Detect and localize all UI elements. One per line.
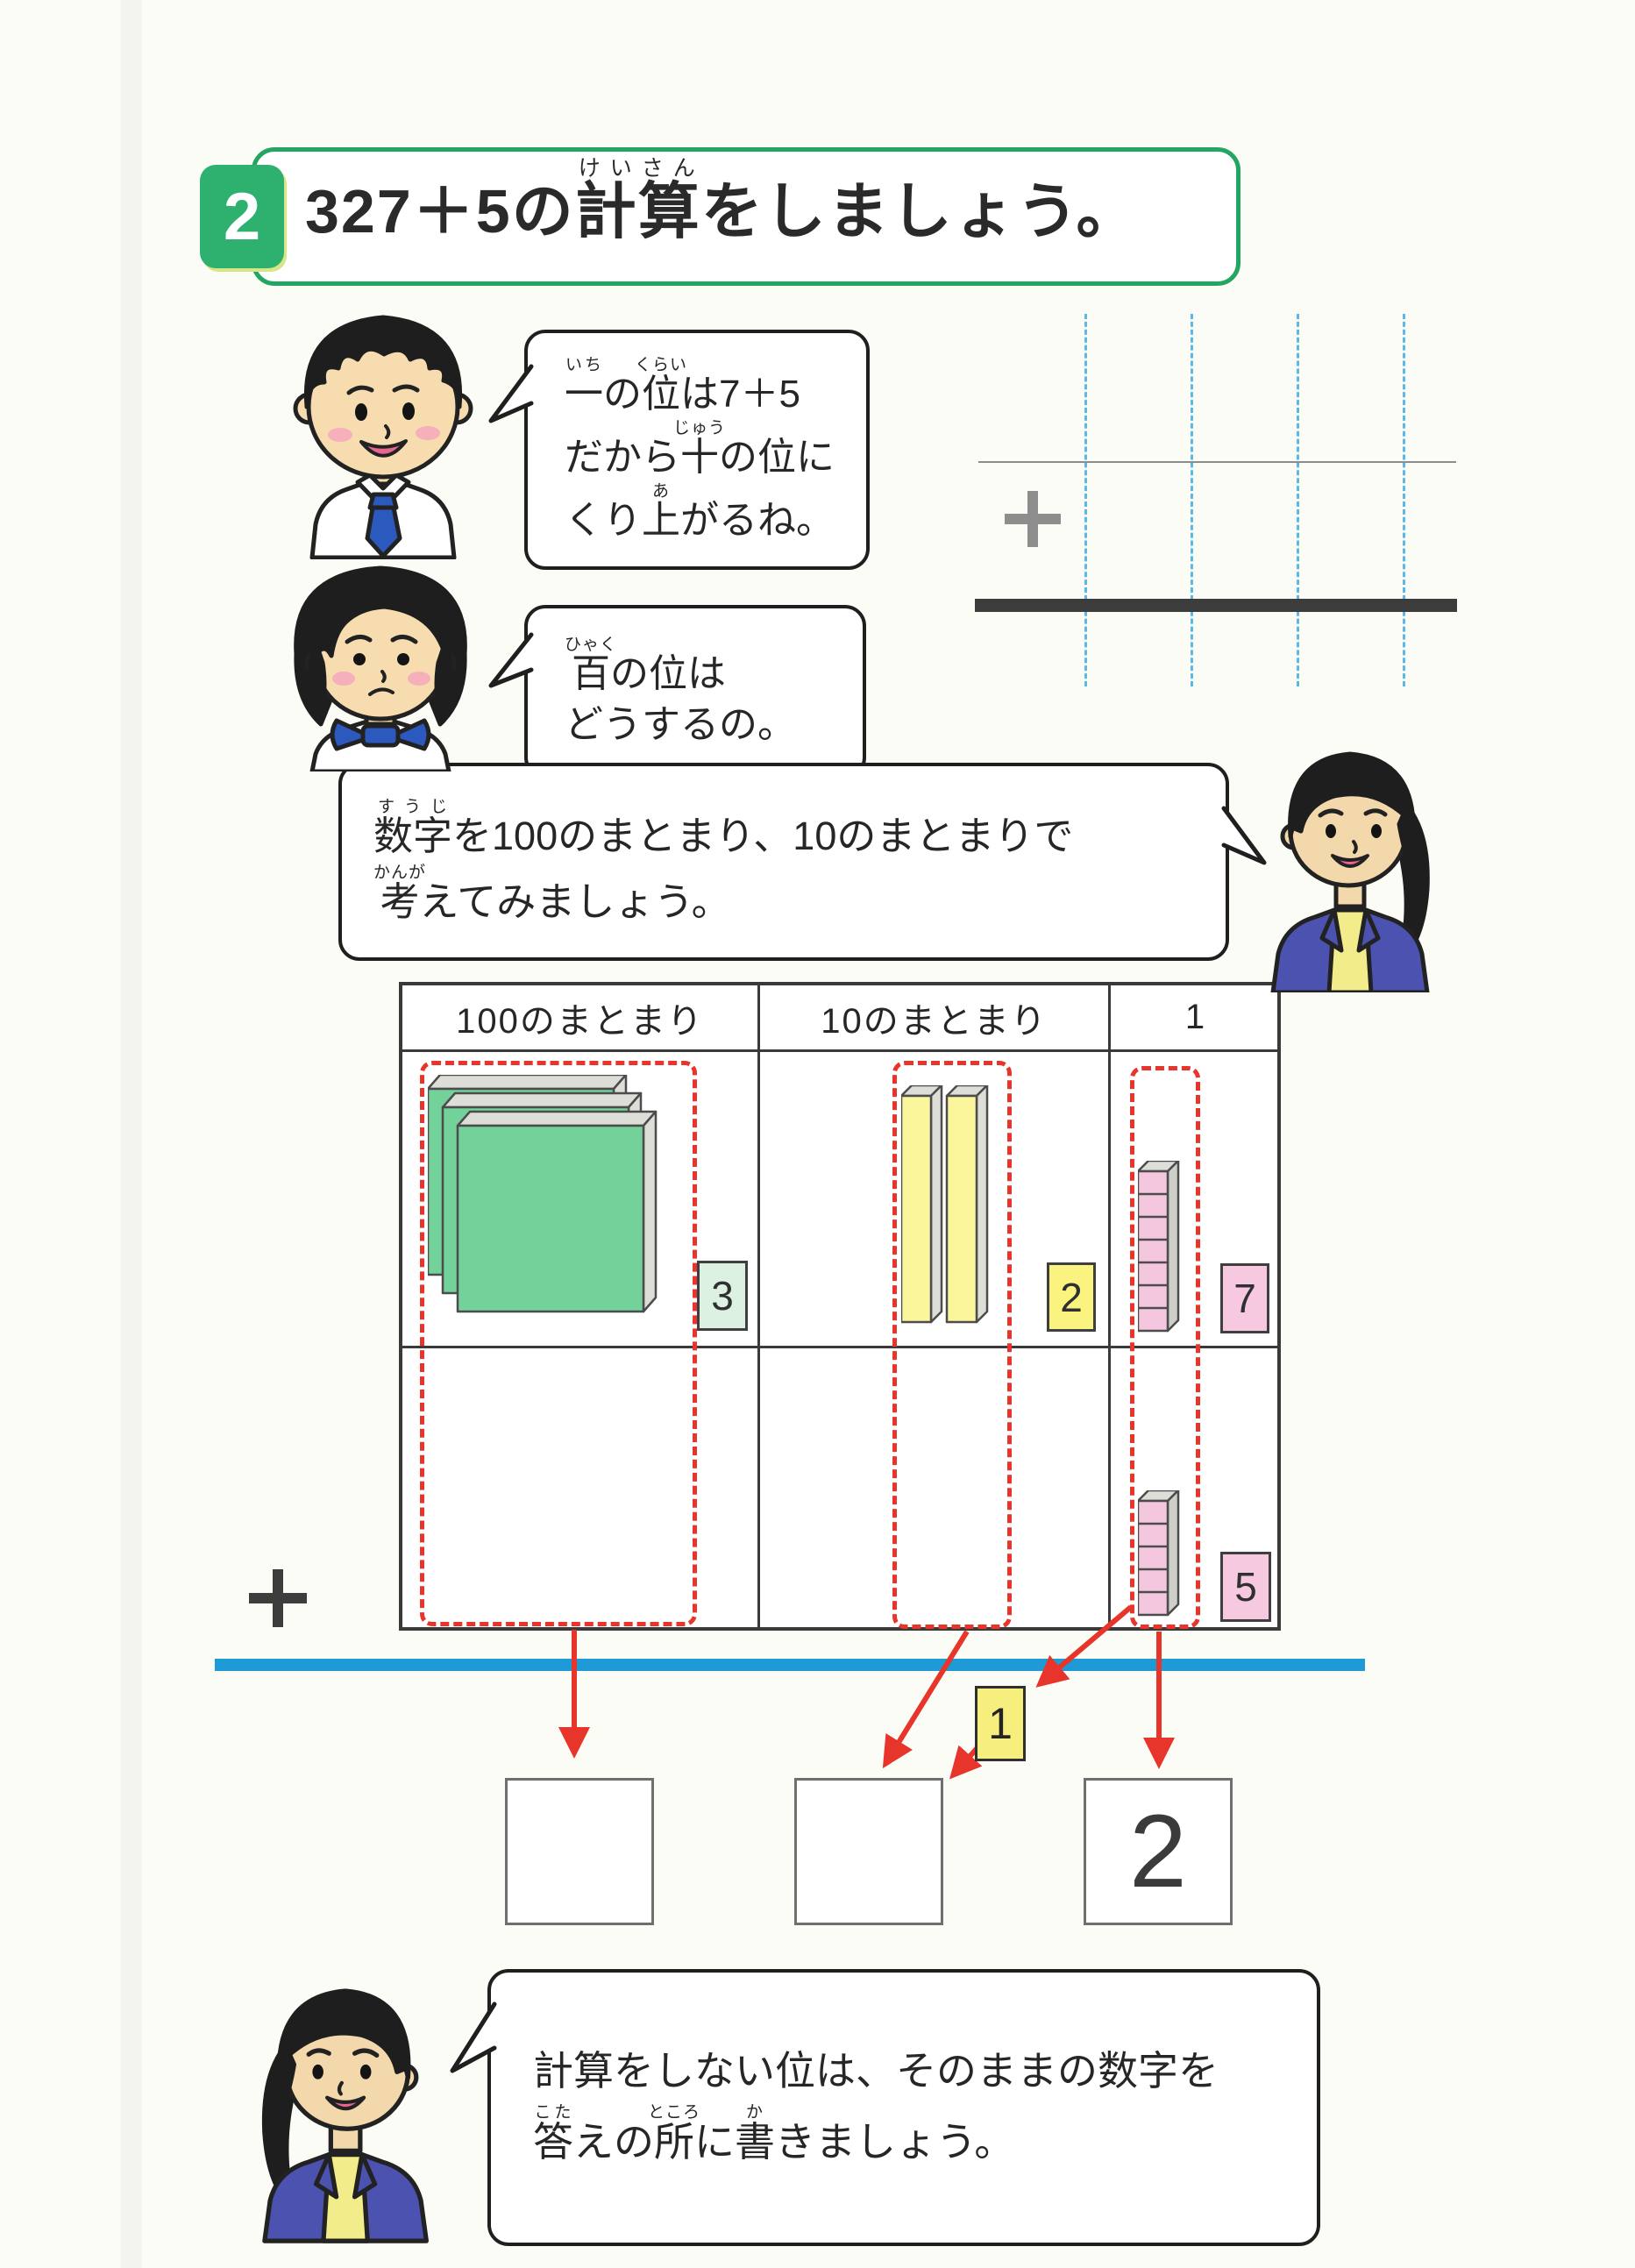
girl-line-1: 百ひゃくの位は — [565, 636, 726, 696]
table-column-divider — [757, 985, 760, 1627]
header-tens: 10のまとまり — [821, 1001, 1048, 1041]
addend-separator-line — [978, 461, 1456, 463]
ten-rods-blocks — [901, 1085, 989, 1324]
carry-tag: 1 — [975, 1686, 1026, 1761]
column-guide-line — [1084, 314, 1087, 686]
sum-line — [975, 599, 1457, 612]
page-title: 327＋5の計算けいさんをしましょう。 — [305, 156, 1140, 263]
addend-ones-count-label: 5 — [1220, 1552, 1271, 1622]
ones-count-label: 7 — [1220, 1263, 1269, 1333]
plus-icon — [1005, 491, 1061, 547]
boy-speech-bubble: 一いちの位くらいは7＋5 だから十じゅうの位に くり上あがるね。 — [488, 330, 870, 570]
boy-line-3: くり上あがるね。 — [565, 482, 835, 543]
plus-icon — [249, 1569, 307, 1627]
arrow-tens-to-answer — [882, 1630, 970, 1769]
tens-dashed-group — [892, 1061, 1012, 1629]
title-post: をしましょう。 — [700, 177, 1140, 245]
answer-ones-value: 2 — [1129, 1794, 1187, 1909]
teacher-avatar — [1270, 751, 1430, 992]
ones-cubes-5 — [1138, 1490, 1180, 1617]
table-column-divider — [1108, 985, 1111, 1627]
hundreds-count-label: 3 — [697, 1261, 748, 1331]
vertical-calc-grid[interactable] — [975, 314, 1459, 686]
title-ruby: 計算けいさん — [574, 156, 701, 245]
column-guide-line — [1191, 314, 1193, 686]
teacher-bottom-line-2: 答こたえの所ところに書かきましょう。 — [533, 2102, 1015, 2165]
teacher-avatar-bottom — [230, 1960, 458, 2250]
bubble-tail-left — [450, 2001, 497, 2073]
answer-box-tens[interactable] — [794, 1778, 943, 1925]
column-guide-line — [1297, 314, 1299, 686]
hundred-flats-blocks — [428, 1075, 658, 1313]
problem-number: 2 — [223, 179, 261, 254]
title-pre: 327＋5の — [305, 177, 575, 245]
girl-line-2: どうするの。 — [565, 702, 796, 746]
teacher-line-2: 考かんがえてみましょう。 — [373, 864, 731, 924]
title-furigana: けいさん — [574, 156, 701, 181]
teacher-line-1: 数字すうじを100のまとまり、10のまとまりで — [373, 797, 1074, 858]
header-ones: 1 — [1184, 998, 1207, 1036]
hundreds-dashed-group — [420, 1061, 697, 1626]
ones-dashed-group — [1130, 1066, 1200, 1629]
header-hundreds: 100のまとまり — [456, 1001, 704, 1041]
title-frame — [252, 147, 1240, 286]
boy-line-2: だから十じゅうの位に — [565, 418, 835, 479]
page-edge-shading — [121, 0, 142, 2268]
teacher-bottom-speech-bubble: 計算をしない位は、そのままの数字を 答こたえの所ところに書かきましょう。 — [450, 1969, 1320, 2246]
boy-avatar — [293, 315, 473, 559]
bubble-tail-left — [488, 632, 534, 688]
bubble-tail-left — [488, 364, 534, 423]
table-row-divider — [402, 1346, 1277, 1348]
teacher-bottom-line-1: 計算をしない位は、そのままの数字を — [533, 2047, 1219, 2094]
ones-cubes-7 — [1138, 1161, 1180, 1333]
girl-speech-bubble: 百ひゃくの位は どうするの。 — [488, 605, 866, 779]
problem-number-badge: 2 — [200, 165, 284, 268]
boy-line-1: 一いちの位くらいは7＋5 — [565, 355, 800, 416]
column-guide-line — [1403, 314, 1405, 686]
title-kanji: 計算 — [574, 177, 701, 245]
table-header-divider — [402, 1049, 1277, 1052]
girl-avatar — [294, 565, 467, 771]
answer-box-ones[interactable]: 2 — [1084, 1778, 1233, 1925]
tens-count-label: 2 — [1047, 1262, 1096, 1332]
teacher-speech-bubble: 数字すうじを100のまとまり、10のまとまりで 考かんがえてみましょう。 — [338, 763, 1267, 961]
answer-separator-line — [215, 1659, 1365, 1671]
answer-box-hundreds[interactable] — [505, 1778, 654, 1925]
bubble-tail-right — [1221, 806, 1267, 865]
